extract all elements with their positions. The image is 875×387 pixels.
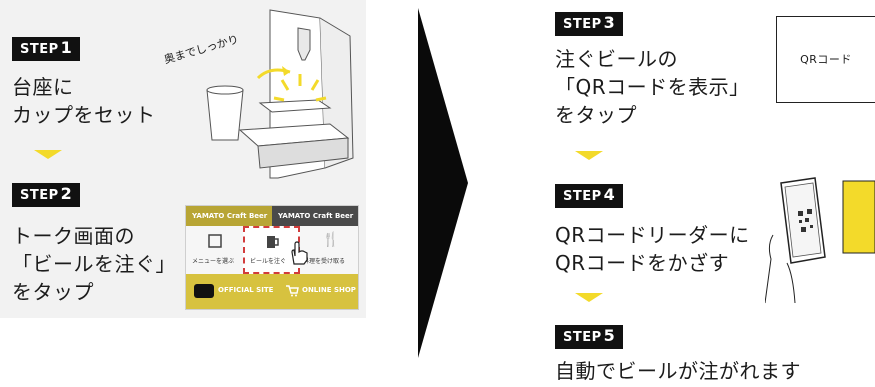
menu-item-receive-food: 🍴 料理を受け取る [300,226,358,274]
step1-badge-word: STEP [20,42,59,57]
menu-label-receive-food: 料理を受け取る [303,258,346,265]
phone-scanning-qr-illustration [765,177,875,304]
menu-icon [208,234,222,248]
menu-label-pour-beer: ビールを注ぐ [250,258,287,265]
tap-hand-icon [291,241,308,265]
step5-text: 自動でビールが注がれます [555,359,801,383]
step3-text: 注ぐビールの 「QRコードを表示」 をタップ [555,47,750,127]
step4-badge-num: 4 [603,185,616,204]
step4-badge-word: STEP [563,189,602,204]
step3-badge-word: STEP [563,17,602,32]
step1-text: 台座に カップをセット [12,75,156,127]
step1-down-arrow-icon [34,150,62,159]
shopping-cart-icon [286,285,299,297]
cup-illustration [206,85,244,141]
step4-text: QRコードリーダーに QRコードをかざす [555,223,750,275]
qr-code-button: QRコード [776,16,875,103]
phone-ui-mockup: YAMATO Craft Beer Switch ▶ YAMATO Craft … [185,205,359,310]
step5-badge-num: 5 [603,326,616,345]
official-site-logo-icon [194,284,214,298]
fork-knife-icon: 🍴 [322,232,340,248]
big-right-arrow-icon [418,8,468,358]
official-site-label: OFFICIAL SITE [218,286,274,294]
beer-dispenser-illustration [238,9,354,179]
step1-badge-num: 1 [60,38,73,57]
phone-ui-tab-left: YAMATO Craft Beer Switch ▶ [186,206,272,240]
menu-item-pour-beer: ビールを注ぐ [243,226,300,274]
beer-mug-icon [267,236,279,248]
menu-item-select: メニューを選ぶ [186,226,243,274]
phone-ui-footer: OFFICIAL SITE ONLINE SHOP [186,274,358,309]
phone-ui-tab-right: YAMATO Craft Beer Table ▶ [272,206,358,240]
step3-down-arrow-icon [575,151,603,160]
step4-down-arrow-icon [575,293,603,302]
step2-text: トーク画面の 「ビールを注ぐ」 をタップ [12,224,176,304]
online-shop-label: ONLINE SHOP [302,286,356,294]
step3-badge-num: 3 [603,13,616,32]
step2-badge-word: STEP [20,188,59,203]
qr-code-button-label: QRコード [800,53,852,66]
menu-label-select: メニューを選ぶ [192,258,235,265]
step2-badge-num: 2 [60,184,73,203]
step5-badge-word: STEP [563,330,602,345]
